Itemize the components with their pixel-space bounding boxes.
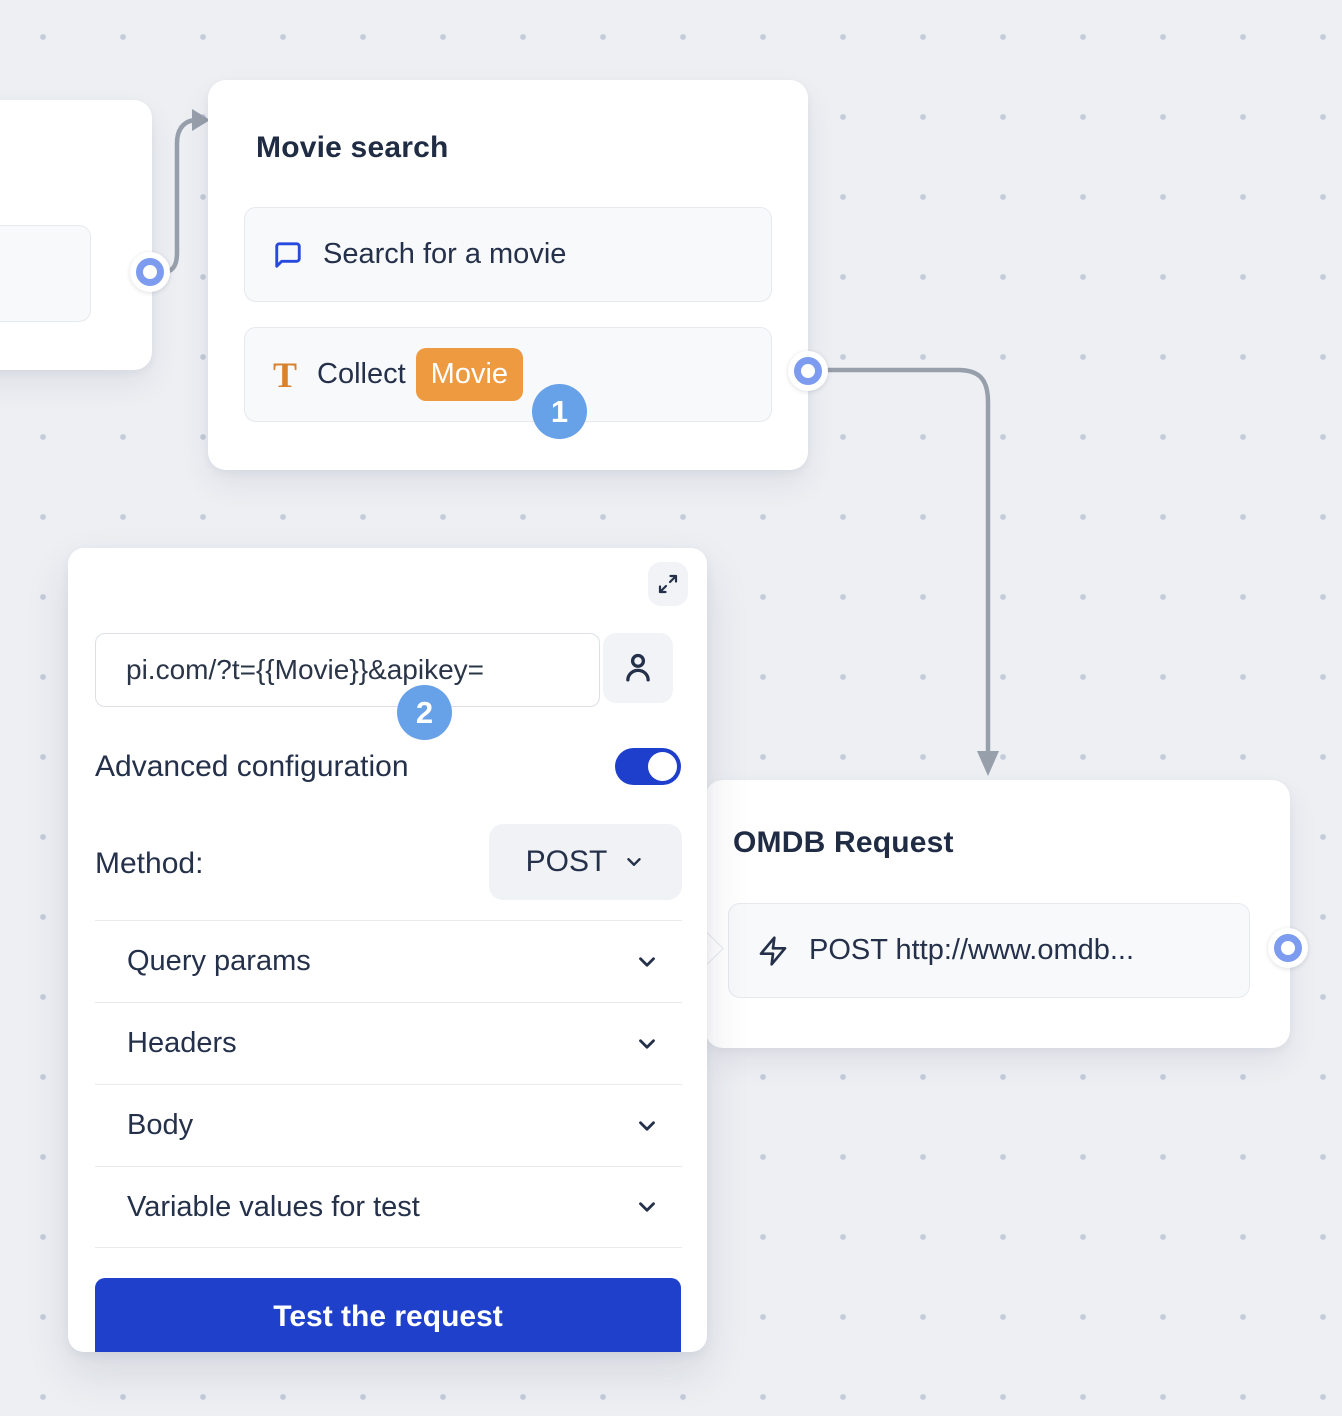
method-dropdown[interactable]: POST bbox=[489, 824, 682, 900]
port-ring-icon bbox=[136, 258, 164, 286]
expand-panel-button[interactable] bbox=[648, 562, 688, 606]
output-port[interactable] bbox=[788, 351, 828, 391]
lightning-icon bbox=[757, 935, 789, 967]
section-label: Body bbox=[127, 1109, 194, 1141]
method-value: POST bbox=[525, 845, 608, 878]
advanced-configuration-toggle[interactable] bbox=[615, 748, 681, 785]
webhook-item[interactable]: POST http://www.omdb... bbox=[728, 903, 1250, 998]
connector-arrowhead-down bbox=[977, 751, 999, 776]
section-query-params[interactable]: Query params bbox=[95, 920, 682, 1002]
text-input-icon: T bbox=[273, 354, 298, 395]
chevron-down-icon bbox=[627, 858, 642, 866]
search-message-item[interactable]: Search for a movie bbox=[244, 207, 772, 302]
connector-arrowhead-right bbox=[192, 109, 210, 131]
item-label: Collect bbox=[317, 358, 406, 390]
section-label: Query params bbox=[127, 945, 311, 977]
chat-bubble-icon bbox=[273, 240, 303, 270]
insert-variable-button[interactable] bbox=[603, 633, 673, 703]
node-title: Movie search bbox=[256, 131, 449, 164]
step-badge-1: 1 bbox=[532, 384, 587, 439]
test-request-button[interactable]: Test the request bbox=[95, 1278, 681, 1352]
section-label: Variable values for test bbox=[127, 1190, 420, 1223]
output-port[interactable] bbox=[130, 252, 170, 292]
node-title: OMDB Request bbox=[733, 826, 954, 859]
chevron-down-icon bbox=[639, 1038, 655, 1049]
partial-node-card[interactable] bbox=[0, 100, 152, 370]
method-label: Method: bbox=[95, 847, 204, 880]
request-url-value: pi.com/?t={{Movie}}&apikey= bbox=[126, 654, 485, 685]
chevron-down-icon bbox=[639, 956, 655, 967]
section-headers[interactable]: Headers bbox=[95, 1002, 682, 1084]
expand-icon bbox=[658, 574, 678, 594]
port-ring-icon bbox=[1274, 934, 1302, 962]
config-sections: Query params Headers Body Variable value… bbox=[95, 920, 682, 1248]
collect-input-item[interactable]: T Collect Movie bbox=[244, 327, 772, 422]
person-icon bbox=[626, 653, 650, 682]
section-label: Headers bbox=[127, 1027, 237, 1059]
port-ring-icon bbox=[794, 357, 822, 385]
item-label: Search for a movie bbox=[323, 238, 567, 270]
omdb-request-node[interactable]: OMDB Request POST http://www.omdb... bbox=[705, 780, 1290, 1048]
connector-line-into-movie-search bbox=[150, 117, 200, 275]
item-label: POST http://www.omdb... bbox=[809, 934, 1135, 966]
step-badge-2: 2 bbox=[397, 685, 452, 740]
connector-line-into-omdb bbox=[809, 367, 991, 755]
variable-badge[interactable]: Movie bbox=[415, 348, 524, 401]
section-variable-values[interactable]: Variable values for test bbox=[95, 1166, 682, 1248]
request-url-input[interactable]: pi.com/?t={{Movie}}&apikey= bbox=[95, 633, 600, 707]
toggle-knob bbox=[648, 752, 677, 781]
chevron-down-icon bbox=[639, 1120, 655, 1131]
partial-node-item[interactable] bbox=[0, 225, 91, 322]
advanced-configuration-label: Advanced configuration bbox=[95, 750, 409, 783]
chevron-down-icon bbox=[639, 1202, 655, 1212]
movie-search-node[interactable]: Movie search Search for a movie T Collec… bbox=[208, 80, 808, 470]
output-port[interactable] bbox=[1268, 928, 1308, 968]
section-body[interactable]: Body bbox=[95, 1084, 682, 1166]
webhook-config-panel: pi.com/?t={{Movie}}&apikey= Advanced con… bbox=[68, 548, 707, 1352]
